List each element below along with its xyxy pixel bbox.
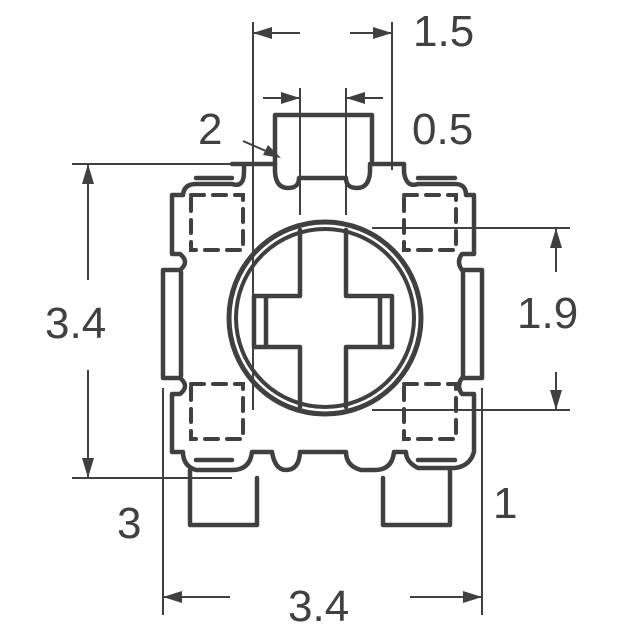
dimension-label-right-height: 1.9 [517,289,579,338]
dimension-label-bottom-width: 3.4 [288,582,350,631]
dimension-label-top-width: 1.5 [413,7,475,56]
pin-label-2: 2 [198,105,223,154]
pad-outline-bottom-right [402,382,458,441]
pad-outline-top-right [402,193,458,252]
pin-label-3: 3 [117,499,142,548]
pad-outline-top-left [189,193,245,252]
pin-2-terminal [272,112,375,167]
dimension-arrows [82,27,562,603]
pin-3-terminal [187,467,260,528]
cross-slot [251,227,395,410]
pin-1-terminal [380,467,453,528]
pad-outline-bottom-left [189,382,245,441]
pin-label-1: 1 [493,479,518,528]
component-body-outline [160,161,485,473]
rotor-outer-ring [226,219,424,417]
dimension-label-pin-width: 0.5 [412,105,474,154]
dimension-label-left-height: 3.4 [45,299,107,348]
rotor-inner-ring [234,227,416,409]
